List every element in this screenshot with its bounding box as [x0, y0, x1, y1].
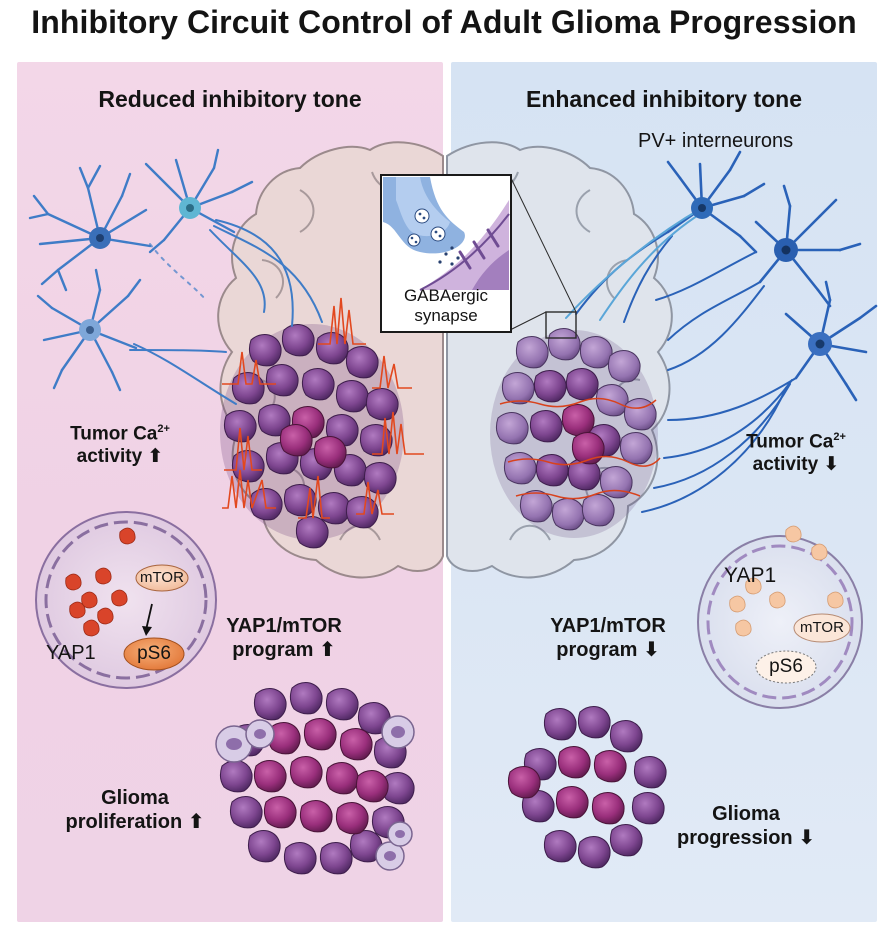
right-program-line1: YAP1/mTOR [550, 615, 666, 637]
up-arrow-icon: ⬆ [147, 446, 164, 468]
figure-title: Inhibitory Circuit Control of Adult Glio… [31, 4, 857, 40]
up-arrow-icon: ⬆ [318, 639, 336, 661]
right-program-label: YAP1/mTOR program ⬇ [524, 614, 692, 662]
down-arrow-icon: ⬇ [823, 454, 840, 476]
left-panel-heading: Reduced inhibitory tone [98, 86, 362, 112]
right-nucleus [697, 525, 863, 709]
right-ca-activity: activity [752, 454, 819, 476]
callout-line-upper [509, 175, 577, 313]
left-neurons [28, 148, 323, 405]
right-neuron-somas [691, 197, 832, 356]
synapse-label-line2: synapse [414, 306, 478, 325]
left-mtor-label: mTOR [140, 569, 184, 586]
left-outcome-line1: Glioma [101, 787, 169, 809]
right-yap1-label: YAP1 [724, 564, 777, 587]
right-panel-heading: Enhanced inhibitory tone [525, 86, 802, 112]
left-neuron-somas [79, 197, 201, 341]
left-outcome-label: Glioma proliferation ⬆ [46, 786, 224, 834]
right-ca-superscript: 2+ [833, 431, 846, 443]
left-nucleus [35, 511, 217, 689]
pv-interneurons-label: PV+ interneurons [638, 130, 794, 152]
left-program-line2: program [232, 639, 314, 661]
left-program-line1: YAP1/mTOR [226, 615, 342, 637]
left-ca-text: Tumor Ca [70, 423, 158, 445]
right-pv-neurons [575, 150, 878, 513]
right-ca-text: Tumor Ca [746, 431, 834, 453]
right-mtor-label: mTOR [800, 619, 844, 636]
right-tumor-ca-label: Tumor Ca2+ activity ⬇ [716, 426, 876, 476]
right-outcome-line1: Glioma [712, 803, 780, 825]
left-ca-superscript: 2+ [157, 423, 170, 435]
right-outcome-line2: progression [677, 827, 793, 849]
left-yap1-label: YAP1 [46, 642, 96, 664]
left-tumor-in-brain [220, 297, 424, 549]
down-arrow-icon: ⬇ [642, 639, 660, 661]
synapse-label: GABAergic synapse [384, 286, 508, 326]
gabaergic-synapse-inset [380, 174, 512, 333]
right-ps6-label: pS6 [769, 656, 803, 677]
right-tumor-in-brain [490, 328, 661, 538]
left-program-label: YAP1/mTOR program ⬆ [200, 614, 368, 662]
right-small-tumor [507, 706, 667, 869]
left-tumor-ca-label: Tumor Ca2+ activity ⬆ [40, 418, 200, 468]
synapse-label-line1: GABAergic [403, 286, 489, 305]
callout-line-lower [509, 311, 547, 331]
up-arrow-icon: ⬆ [187, 811, 205, 833]
left-ps6-label: pS6 [137, 643, 171, 664]
zoom-region-marker [545, 311, 577, 339]
right-program-line2: program [556, 639, 638, 661]
right-outcome-label: Glioma progression ⬇ [656, 802, 836, 850]
left-ca-activity: activity [76, 446, 143, 468]
down-arrow-icon: ⬇ [798, 827, 815, 849]
left-proliferating-tumor [215, 682, 415, 875]
left-outcome-line2: proliferation [65, 811, 183, 833]
right-light-neuron [565, 207, 703, 321]
